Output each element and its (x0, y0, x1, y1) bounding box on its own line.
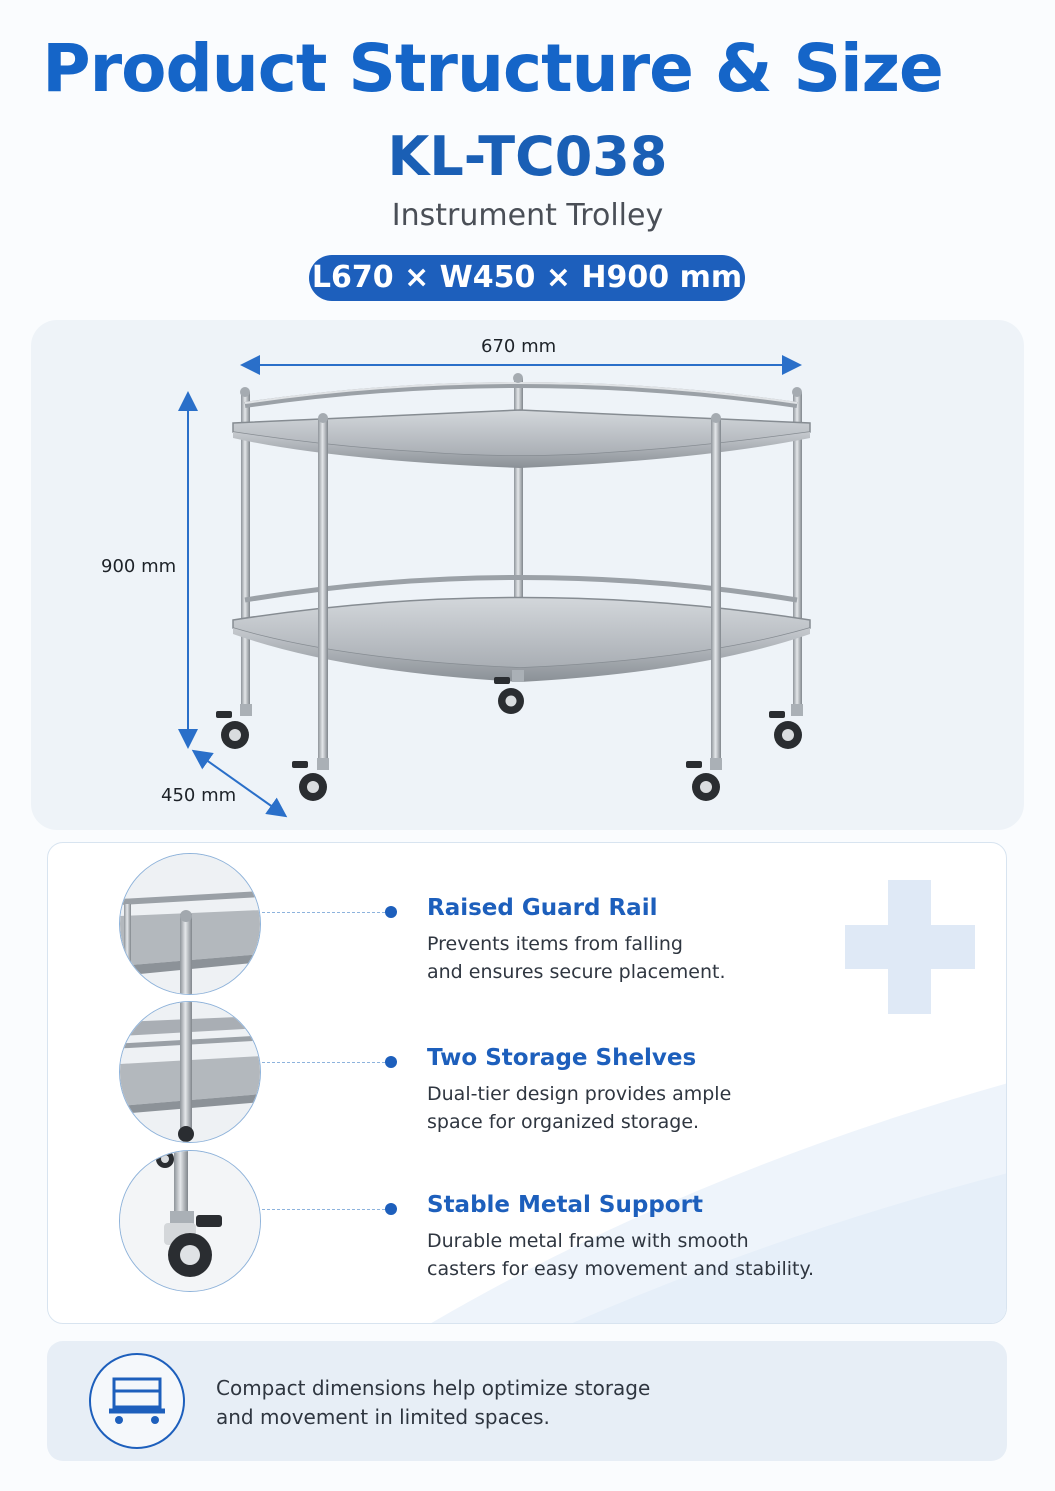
feature-leader-1 (262, 912, 390, 913)
width-arrow (191, 749, 288, 818)
note-line: and movement in limited spaces. (216, 1405, 550, 1429)
feature-desc-line: space for organized storage. (427, 1111, 700, 1133)
length-label: 670 mm (481, 336, 557, 357)
feature-title-support: Stable Metal Support (427, 1192, 703, 1218)
card-background-wave (431, 1083, 1006, 1323)
caster-closeup (119, 1150, 261, 1292)
feature-desc-support: Durable metal frame with smooth casters … (427, 1227, 847, 1283)
page-title: Product Structure & Size (42, 30, 944, 107)
feature-dot-3 (385, 1203, 397, 1215)
dimensions-badge: L670 × W450 × H900 mm (309, 255, 745, 301)
feature-desc-line: casters for easy movement and stability. (427, 1258, 815, 1280)
width-label: 450 mm (161, 785, 237, 806)
note-panel: Compact dimensions help optimize storage… (47, 1341, 1007, 1461)
feature-desc-guard-rail: Prevents items from falling and ensures … (427, 930, 827, 986)
feature-desc-line: Prevents items from falling (427, 933, 683, 955)
feature-dot-1 (385, 906, 397, 918)
feature-dot-2 (385, 1056, 397, 1068)
feature-desc-shelves: Dual-tier design provides ample space fo… (427, 1080, 827, 1136)
feature-desc-line: Dual-tier design provides ample (427, 1083, 732, 1105)
height-label: 900 mm (101, 556, 177, 577)
shelves-closeup (119, 1001, 261, 1143)
trolley-illustration (178, 355, 811, 818)
note-text: Compact dimensions help optimize storage… (216, 1374, 736, 1432)
product-subtitle: Instrument Trolley (391, 198, 664, 233)
trolley-icon (89, 1353, 185, 1449)
feature-desc-line: and ensures secure placement. (427, 961, 726, 983)
model-number: KL-TC038 (387, 125, 668, 188)
note-line: Compact dimensions help optimize storage (216, 1376, 651, 1400)
guard-rail-closeup (119, 853, 261, 995)
medical-cross-icon (845, 880, 975, 1014)
feature-title-shelves: Two Storage Shelves (427, 1045, 697, 1071)
feature-title-guard-rail: Raised Guard Rail (427, 895, 658, 921)
feature-leader-2 (262, 1062, 390, 1063)
feature-desc-line: Durable metal frame with smooth (427, 1230, 749, 1252)
feature-leader-3 (262, 1209, 390, 1210)
